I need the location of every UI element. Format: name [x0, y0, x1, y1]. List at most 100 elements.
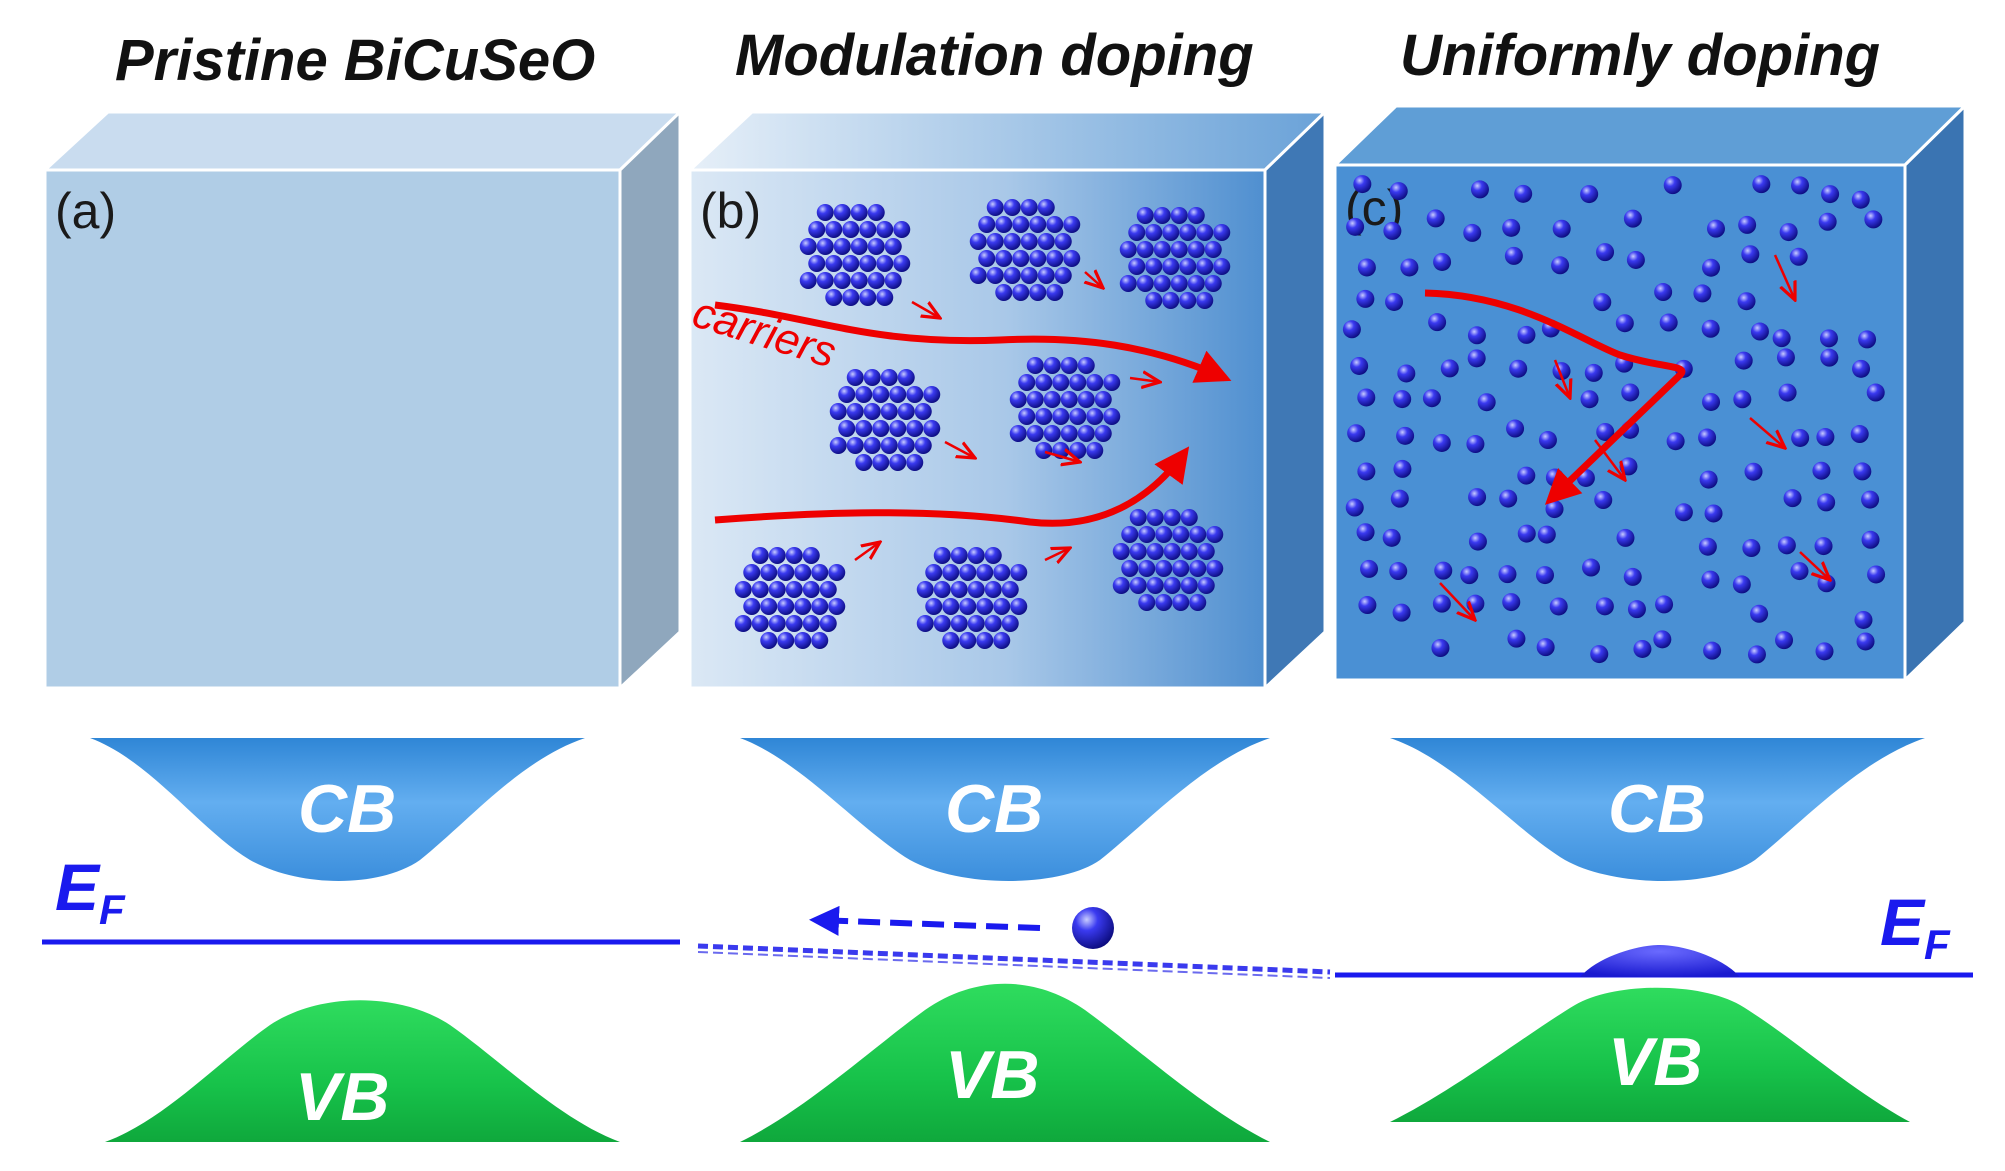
dopant-atom — [846, 403, 864, 420]
dopant-atom — [976, 564, 994, 581]
dopant-atom — [1136, 275, 1154, 292]
dopant-atom — [976, 598, 994, 615]
dopant-atom — [842, 221, 860, 238]
vb-label-c: VB — [1608, 1024, 1702, 1100]
dopant-atom — [1170, 207, 1188, 224]
dopant-atom — [1698, 428, 1717, 447]
dopant-atom — [1163, 509, 1181, 526]
dopant-atom — [1594, 491, 1613, 510]
dopant-atom — [1112, 577, 1130, 594]
dopant-atom — [751, 547, 769, 564]
dopant-atom — [1741, 245, 1760, 264]
dopant-atom — [942, 564, 960, 581]
dopant-atom — [1750, 604, 1769, 623]
dopant-atom — [1517, 466, 1536, 485]
dopant-atom — [1397, 364, 1416, 383]
dopant-atom — [995, 216, 1013, 233]
dopant-atom — [993, 564, 1011, 581]
dopant-atom — [751, 581, 769, 598]
dopant-atom — [1864, 210, 1883, 229]
dopant-atom — [1538, 431, 1557, 450]
dopant-atom — [1498, 565, 1517, 584]
title-pristine: Pristine BiCuSeO — [115, 28, 595, 93]
dopant-atom — [1146, 543, 1164, 560]
dopant-atom — [950, 547, 968, 564]
dopant-atom — [859, 255, 877, 272]
dopant-atom — [1112, 543, 1130, 560]
dopant-atom — [1342, 320, 1361, 339]
dopant-atom — [802, 547, 820, 564]
dopant-atom — [863, 403, 881, 420]
dopant-atom — [867, 204, 885, 221]
dopant-atom — [950, 615, 968, 632]
dopant-atom — [1129, 577, 1147, 594]
dopant-atom — [1595, 597, 1614, 616]
dopant-atom — [1850, 425, 1869, 444]
dopant-atom — [986, 199, 1004, 216]
dopant-atom — [1666, 432, 1685, 451]
dopant-atom — [1819, 329, 1838, 348]
dopant-atom — [1467, 326, 1486, 345]
fermi-level-label-c: EF — [1880, 885, 1951, 968]
dopant-atom — [825, 289, 843, 306]
dopant-atom — [1357, 258, 1376, 277]
carrier-path-uniform — [1424, 289, 1686, 505]
dopant-atom — [825, 255, 843, 272]
dopant-atom — [1213, 224, 1231, 241]
scattering-arrows-modulation — [854, 272, 1160, 560]
dopant-atom — [760, 598, 778, 615]
dopant-atom — [1861, 490, 1880, 509]
cb-label-a: CB — [298, 771, 396, 847]
dopant-atom — [1010, 564, 1028, 581]
scattering-arrows-uniform — [1439, 254, 1830, 620]
dopant-atom — [1623, 209, 1642, 228]
dopant-atom — [1357, 462, 1376, 481]
dopant-atom — [867, 272, 885, 289]
dopant-atom — [1046, 284, 1064, 301]
scattering-arrow — [911, 300, 940, 318]
dopant-atom — [933, 581, 951, 598]
dopant-atom — [1204, 275, 1222, 292]
dopant-atom — [1790, 562, 1809, 581]
hole-particle — [1072, 907, 1114, 949]
dopant-atom — [1552, 219, 1571, 238]
dopant-atom — [833, 272, 851, 289]
dopant-atoms-uniform — [1342, 175, 1886, 664]
dopant-atom — [893, 221, 911, 238]
dopant-atom — [811, 564, 829, 581]
dopant-atom — [1655, 595, 1674, 614]
dopant-atom — [1626, 250, 1645, 269]
dopant-atom — [893, 255, 911, 272]
dopant-atom — [1506, 419, 1525, 438]
dopant-atom — [1196, 258, 1214, 275]
dopant-atom — [1052, 374, 1070, 391]
dopant-atom — [1854, 610, 1873, 629]
dopant-atom — [1590, 645, 1609, 664]
cube-pristine — [41, 108, 684, 692]
dopant-atom — [1129, 509, 1147, 526]
panel-label-b: (b) — [700, 183, 761, 239]
dopant-atom — [1701, 319, 1720, 338]
dopant-atom — [1145, 224, 1163, 241]
dopant-atom — [1693, 284, 1712, 303]
dopant-atom — [1094, 425, 1112, 442]
dopant-atom — [897, 437, 915, 454]
fermi-level-subscript-c: F — [1924, 921, 1951, 968]
dopant-atom — [1119, 275, 1137, 292]
fermi-level-shift-dashed — [697, 943, 1331, 975]
dopant-atom — [1010, 598, 1028, 615]
dopant-atom — [1069, 442, 1087, 459]
dopant-atom — [978, 250, 996, 267]
dopant-atom — [1536, 638, 1555, 657]
dopant-atom — [984, 547, 1002, 564]
dopant-atom — [959, 632, 977, 649]
dopant-atom — [1146, 509, 1164, 526]
dopant-atom — [1060, 425, 1078, 442]
dopant-atom — [1054, 267, 1072, 284]
valence-band-a — [105, 1000, 620, 1142]
scattering-arrow — [1799, 551, 1830, 580]
dopant-atom — [1744, 462, 1763, 481]
dopant-atom — [1400, 258, 1419, 277]
scattering-arrow — [1129, 378, 1160, 382]
dopant-atom — [1502, 218, 1521, 237]
